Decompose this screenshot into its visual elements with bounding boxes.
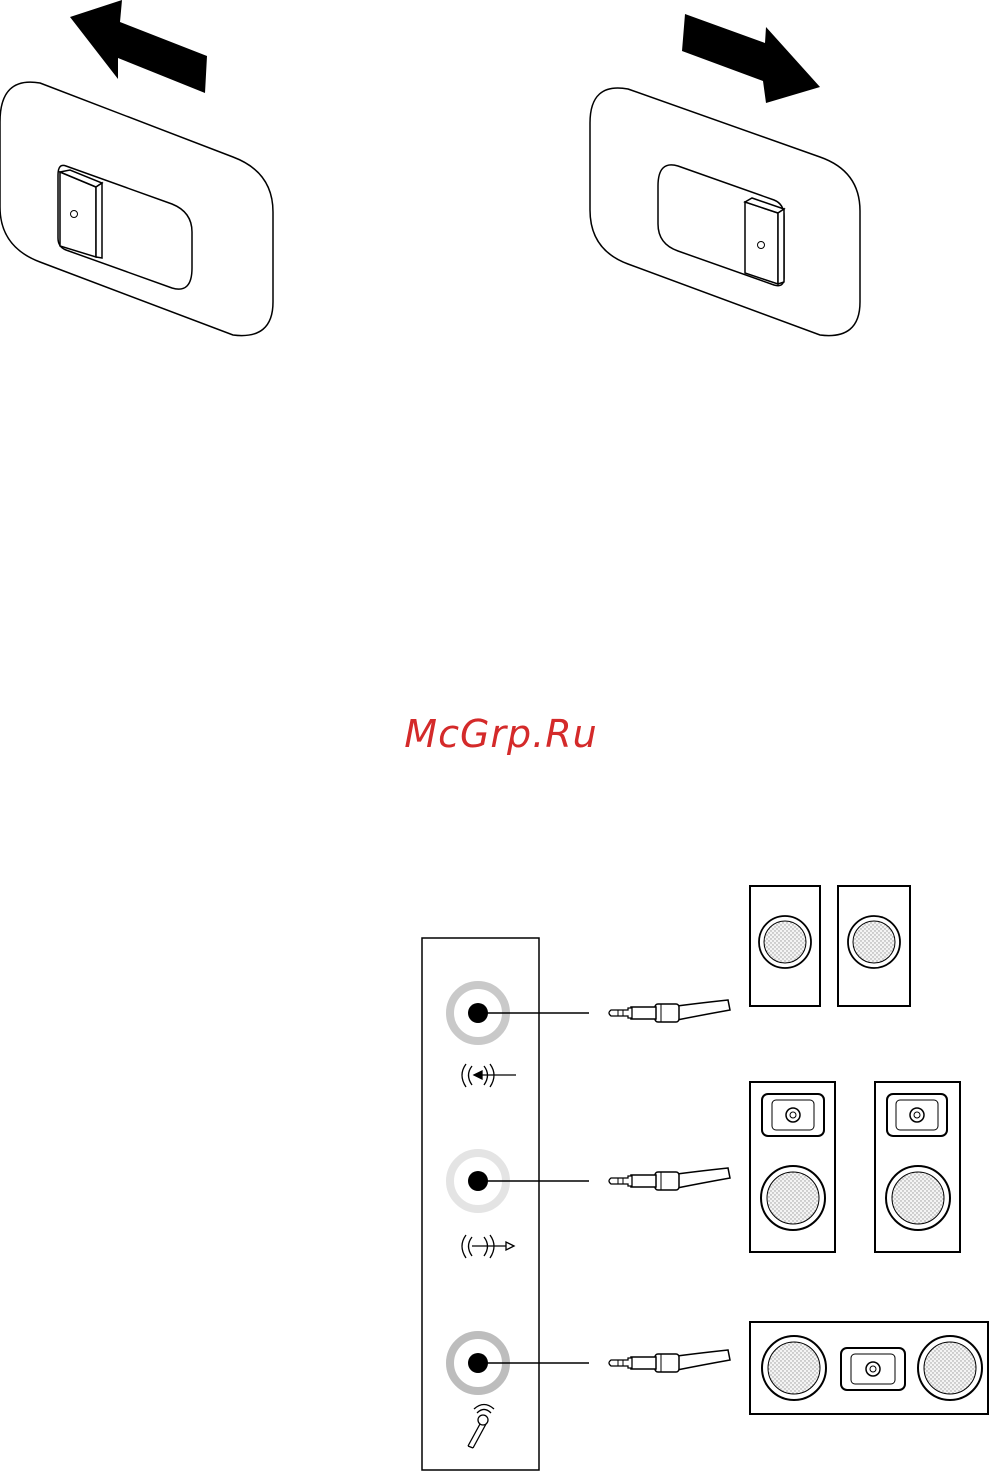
speaker-cone xyxy=(764,921,806,963)
audio-cable xyxy=(677,1000,730,1020)
tweeter-dome xyxy=(790,1112,796,1118)
speaker-cone xyxy=(853,921,895,963)
slider-dot-icon xyxy=(758,242,765,249)
switch-left-panel xyxy=(0,0,273,336)
stereo-speakers xyxy=(750,886,910,1006)
plug-sleeve xyxy=(655,1172,679,1190)
slider-knob-side xyxy=(96,183,102,258)
plug-collar xyxy=(631,1357,656,1369)
plug-tip xyxy=(609,1176,632,1186)
plug-collar xyxy=(631,1007,656,1019)
plug-collar xyxy=(631,1175,656,1187)
slider-knob-side xyxy=(778,209,784,284)
bookshelf-speakers xyxy=(750,1082,960,1252)
woofer-cone xyxy=(924,1342,976,1394)
plug-tip xyxy=(609,1358,632,1368)
audio-cable xyxy=(677,1168,730,1188)
center-speaker xyxy=(750,1322,988,1414)
woofer-cone xyxy=(767,1172,819,1224)
audio-plug xyxy=(609,1168,730,1190)
audio-cable xyxy=(677,1350,730,1370)
tweeter-dome xyxy=(870,1366,876,1372)
tweeter-dome xyxy=(914,1112,920,1118)
plug-sleeve xyxy=(655,1354,679,1372)
audio-plug xyxy=(609,1350,730,1372)
arrow-left-icon xyxy=(70,0,207,93)
woofer-cone xyxy=(892,1172,944,1224)
audio-plug xyxy=(609,1000,730,1022)
switch-right-panel xyxy=(590,14,860,336)
watermark-text: McGrp.Ru xyxy=(0,712,991,756)
arrow-right-icon xyxy=(682,14,820,103)
plug-tip xyxy=(609,1008,632,1018)
slider-dot-icon xyxy=(71,211,78,218)
woofer-cone xyxy=(768,1342,820,1394)
plug-sleeve xyxy=(655,1004,679,1022)
